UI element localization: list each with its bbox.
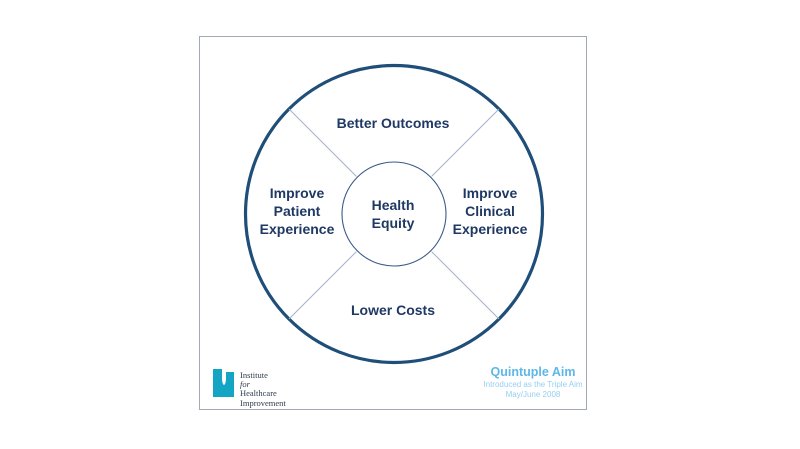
label-line: Lower Costs [350,302,435,318]
label-line: Clinical [465,203,515,219]
quadrant-divider-ne [431,108,500,177]
label-better-outcomes: Better Outcomes [200,114,586,132]
label-line: Equity [371,214,415,231]
quadrant-divider-sw [288,251,357,320]
quadrant-divider-nw [288,108,357,177]
quintuple-aim-diagram [243,63,545,365]
ihi-logo-text: Institute for Healthcare Improvement [240,369,286,408]
logo-line1-italic: for [240,379,250,390]
attribution-subtitle: Introduced as the Triple Aim [483,380,583,389]
diagram-panel: Better Outcomes Improve Patient Experien… [199,36,587,410]
logo-line2: Healthcare [240,388,277,399]
label-line: Health [371,197,415,213]
attribution-date: May/June 2008 [505,389,561,399]
label-line: Patient [273,203,321,219]
label-line: Better Outcomes [336,115,450,131]
outer-circle [243,63,545,365]
label-improve-clinical-experience: Improve Clinical Experience [400,184,580,238]
label-health-equity: Health Equity [200,197,586,232]
label-improve-patient-experience: Improve Patient Experience [207,184,387,238]
label-line: Experience [452,221,528,237]
ihi-monogram-icon [213,369,234,397]
logo-line1: Institute [240,370,268,380]
attribution-block: Quintuple Aim Introduced as the Triple A… [433,364,633,399]
inner-circle [341,161,447,267]
logo-line3: Improvement [240,397,286,408]
quadrant-divider-se [431,251,500,320]
ihi-logo: Institute for Healthcare Improvement [213,369,286,408]
label-lower-costs: Lower Costs [200,301,586,319]
label-line: Improve [462,185,518,201]
label-line: Improve [269,185,325,201]
label-line: Experience [259,221,335,237]
attribution-title: Quintuple Aim [490,365,576,379]
